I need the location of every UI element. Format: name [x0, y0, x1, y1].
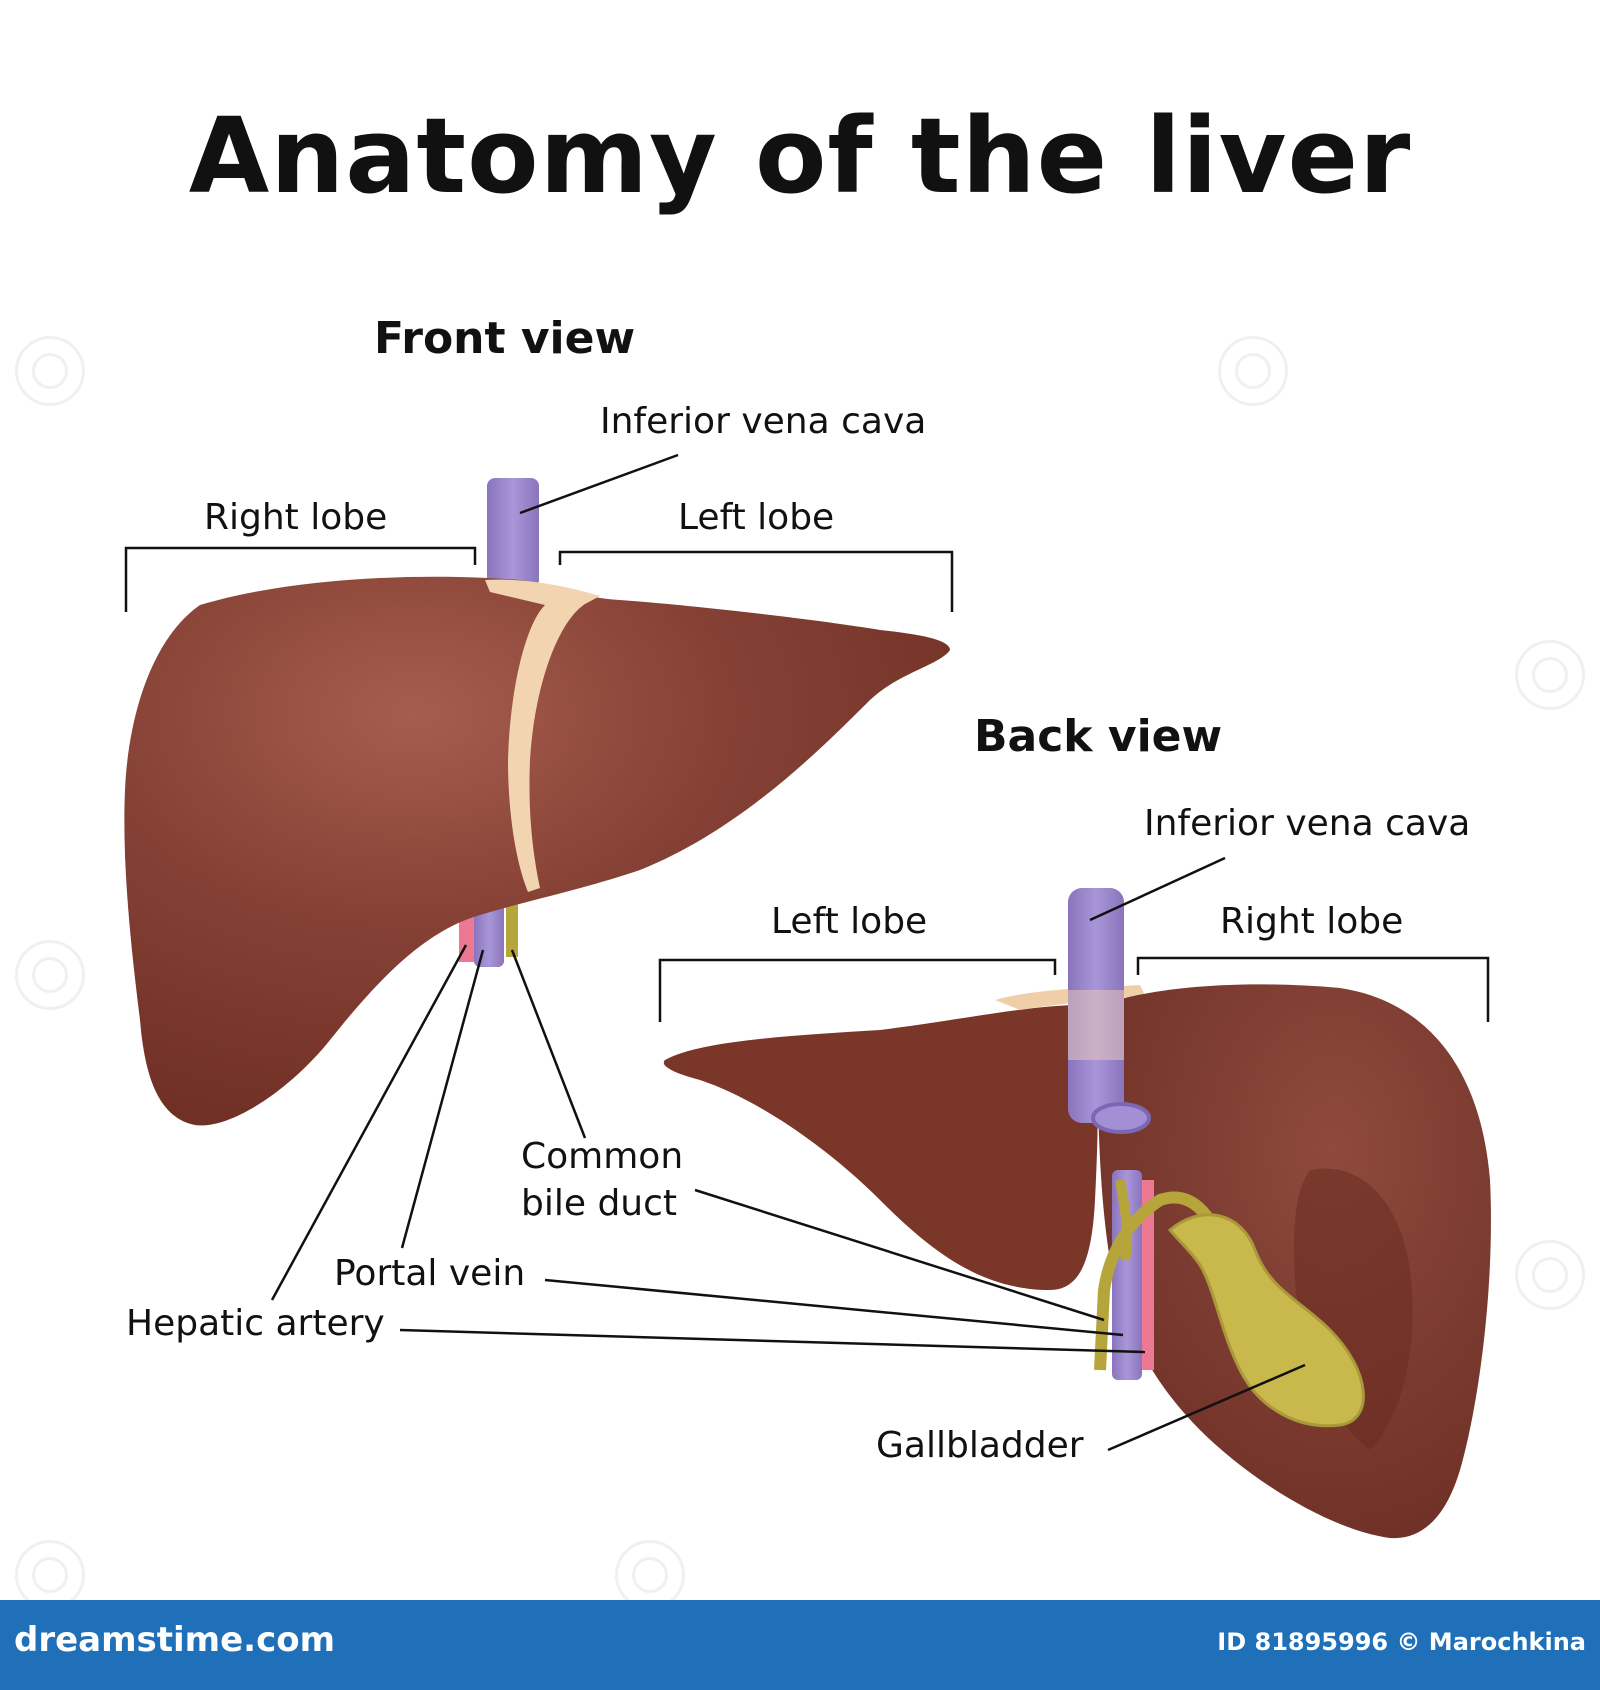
back-view-heading: Back view — [974, 711, 1223, 762]
back-portal-vein-leader — [544, 1278, 1124, 1337]
front-portal-vein-label: Portal vein — [334, 1253, 526, 1294]
front-common-bile-duct-label-line2: bile duct — [521, 1183, 678, 1224]
front-portal-vein-leader — [400, 949, 485, 1249]
gallbladder-leader — [1107, 1363, 1306, 1452]
front-hepatic-artery-label: Hepatic artery — [126, 1303, 385, 1344]
footer-logo[interactable]: dreamstime.com — [14, 1620, 336, 1660]
back-hepatic-artery-vessel — [1142, 1180, 1154, 1370]
liver-diagram — [124, 453, 1491, 1539]
front-liver — [124, 478, 950, 1126]
footer-bar: dreamstime.com ID 81895996 © Marochkina — [0, 1600, 1600, 1690]
back-ivc-label: Inferior vena cava — [1144, 803, 1471, 844]
front-right-lobe-bracket — [124, 546, 477, 612]
back-left-lobe-bracket — [658, 958, 1057, 1022]
front-ivc-label: Inferior vena cava — [600, 401, 927, 442]
front-vena-cava — [487, 478, 539, 588]
back-liver — [663, 888, 1491, 1539]
front-left-lobe-bracket — [558, 550, 954, 612]
watermark-icon — [15, 940, 85, 1010]
back-right-lobe-bracket — [1136, 956, 1490, 1022]
back-left-lobe — [663, 1005, 1098, 1290]
front-bile-duct-leader — [510, 949, 587, 1139]
front-falciform-ligament — [485, 579, 600, 892]
footer-id-credit: ID 81895996 © Marochkina — [1217, 1628, 1586, 1656]
front-bile-duct-vessel — [506, 895, 518, 957]
front-left-lobe-label: Left lobe — [678, 497, 835, 538]
front-liver-body — [124, 576, 950, 1126]
gallbladder-organ — [1167, 1213, 1365, 1428]
front-hepatic-artery-leader — [270, 944, 468, 1301]
back-bile-duct-leader — [694, 1188, 1105, 1322]
front-ivc-leader — [519, 453, 679, 515]
watermark-icon — [1515, 1240, 1585, 1310]
leader-lines — [270, 453, 1306, 1452]
watermark-icon — [1218, 336, 1288, 406]
back-vena-cava-opening — [1091, 1102, 1151, 1134]
watermark-icon — [15, 336, 85, 406]
page-title: Anatomy of the liver — [188, 95, 1412, 217]
back-ivc-leader — [1089, 856, 1226, 922]
brackets — [124, 546, 1490, 1022]
back-hepatic-artery-leader — [399, 1328, 1146, 1354]
back-right-lobe-label: Right lobe — [1220, 901, 1404, 942]
front-view-heading: Front view — [374, 313, 636, 364]
front-right-lobe-label: Right lobe — [204, 497, 388, 538]
back-left-lobe-label: Left lobe — [771, 901, 928, 942]
front-common-bile-duct-label-line1: Common — [521, 1136, 684, 1177]
gallbladder-label: Gallbladder — [876, 1425, 1084, 1466]
watermark-icon — [1515, 640, 1585, 710]
